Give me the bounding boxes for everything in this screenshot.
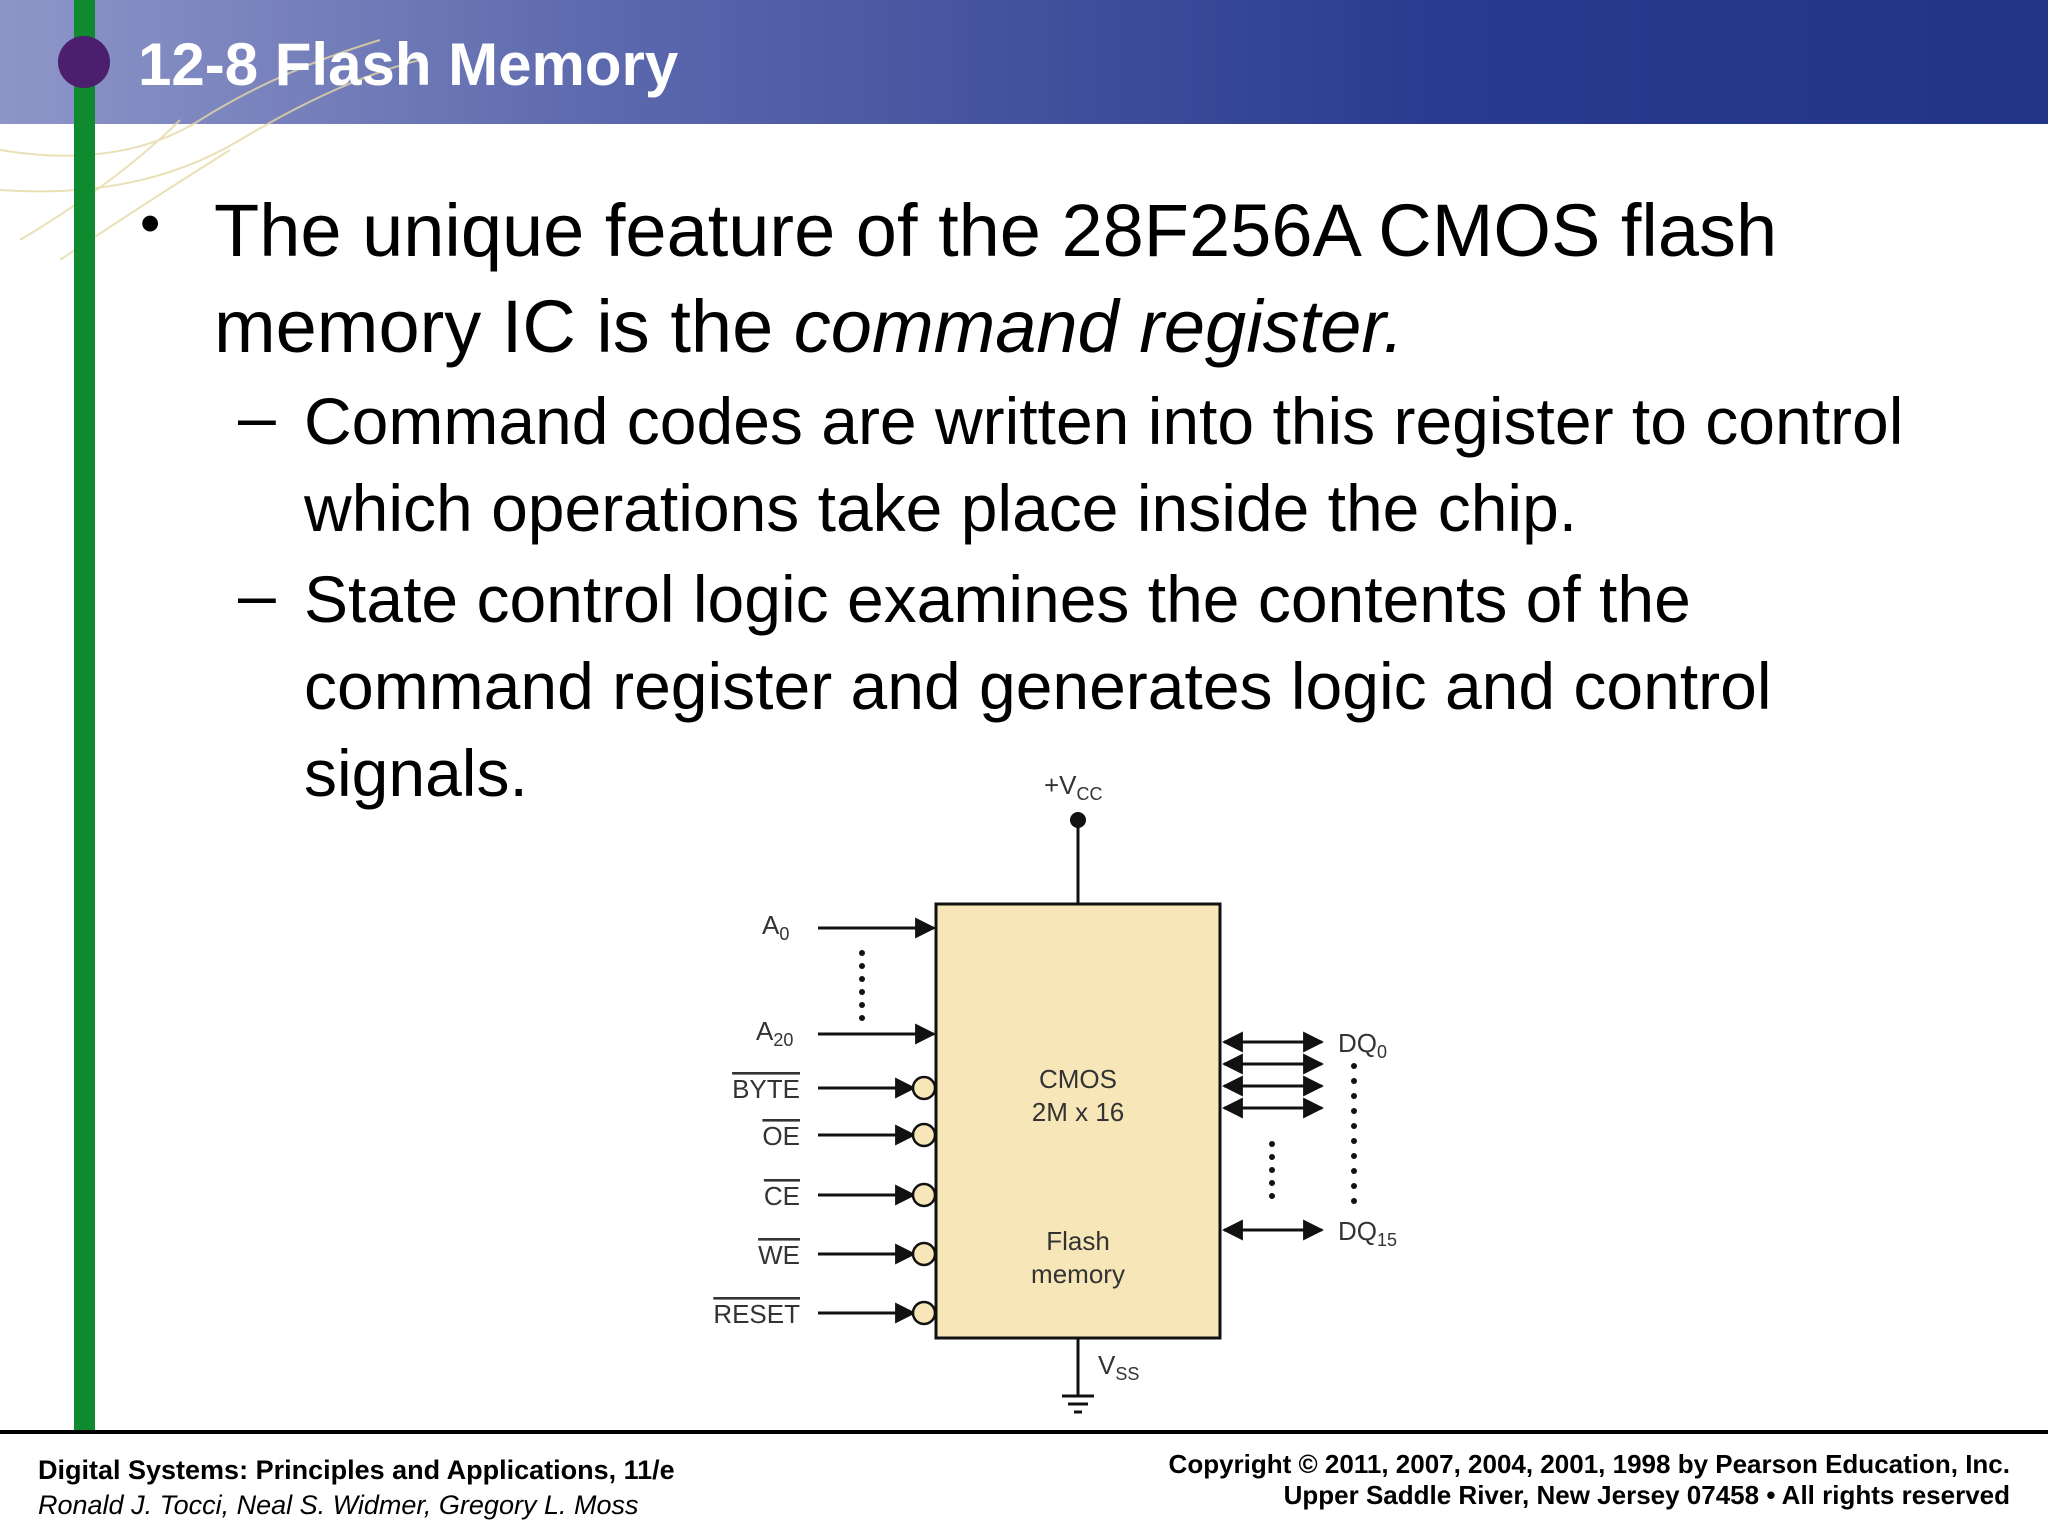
footer-authors: Ronald J. Tocci, Neal S. Widmer, Gregory…	[38, 1490, 639, 1520]
byte-label: BYTE	[732, 1074, 800, 1104]
address-a0-label: A0	[762, 910, 789, 944]
dq0-label: DQ0	[1338, 1028, 1387, 1062]
bullet-marker: •	[140, 191, 161, 256]
address-a20-label: A20	[756, 1016, 793, 1050]
chip-label-2: 2M x 16	[1032, 1097, 1125, 1127]
subbullet-1: Command codes are written into this regi…	[304, 384, 1904, 545]
vss-label: VSS	[1098, 1350, 1139, 1384]
main-bullet-text: The unique feature of the 28F256A CMOS f…	[214, 189, 1778, 368]
title-bar	[0, 0, 2048, 124]
subbullet-dash: –	[238, 379, 276, 455]
data-io-lines	[1221, 1031, 1357, 1241]
ce-label: CE	[764, 1181, 800, 1211]
address-ellipsis	[859, 950, 865, 1021]
footer-address: Upper Saddle River, New Jersey 07458 • A…	[1283, 1480, 2010, 1510]
chip-label-1: CMOS	[1039, 1064, 1117, 1094]
dq15-label: DQ15	[1338, 1216, 1397, 1250]
we-label: WE	[758, 1240, 800, 1270]
main-bullet-italic: command register.	[793, 285, 1404, 368]
subbullet-2: State control logic examines the content…	[304, 562, 1772, 810]
footer-copyright: Copyright © 2011, 2007, 2004, 2001, 1998…	[1168, 1449, 2010, 1479]
main-bullet: The unique feature of the 28F256A CMOS f…	[214, 183, 1974, 375]
footer-book-title: Digital Systems: Principles and Applicat…	[38, 1455, 675, 1485]
title-bullet-dot	[58, 36, 110, 88]
chip-label-3: Flash	[1046, 1226, 1110, 1256]
flash-memory-ic-diagram: +VCC CMOS 2M x 16 Flash memory VSS A0 A2…	[713, 770, 1397, 1414]
side-accent-bar	[74, 0, 95, 1432]
vcc-label: +VCC	[1044, 770, 1103, 804]
reset-label: RESET	[713, 1299, 800, 1329]
oe-label: OE	[762, 1121, 800, 1151]
subbullet-dash: –	[238, 557, 276, 633]
slide-title: 12-8 Flash Memory	[138, 31, 679, 98]
control-inputs: BYTE OE CE WE RESET	[713, 1074, 937, 1329]
chip-label-4: memory	[1031, 1259, 1125, 1289]
footer-divider	[0, 1430, 2048, 1434]
